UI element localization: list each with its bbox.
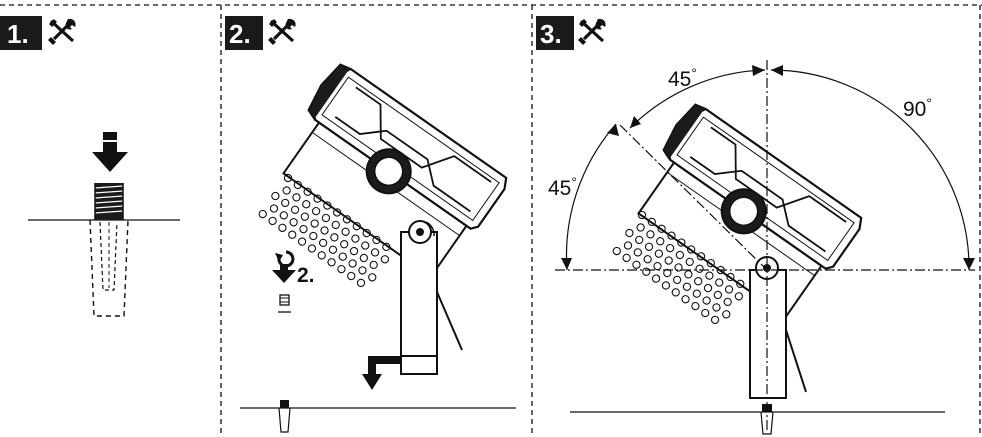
- down-arrow-icon: [92, 132, 128, 172]
- angle-label-left-side: 45°: [548, 174, 577, 200]
- angle-arrowheads: [561, 65, 975, 270]
- ground-spike: [89, 183, 129, 317]
- panel-step-1: 1.: [0, 16, 180, 317]
- angle-guides: [555, 60, 975, 430]
- panel-step-3: 3.: [536, 16, 975, 435]
- tool-icon: [576, 17, 608, 47]
- down-arrow-icon: [272, 264, 296, 283]
- rotate-icon: [275, 250, 295, 268]
- step-number: 3.: [540, 19, 562, 49]
- floodlight-tilted: [257, 59, 512, 375]
- angle-label-right: 90°: [903, 95, 932, 121]
- angle-label-top-left: 45°: [668, 65, 697, 91]
- panel-borders: [0, 4, 982, 437]
- ground-spike: [760, 404, 774, 435]
- mounting-bracket: [400, 220, 463, 375]
- step-badge: [0, 16, 42, 50]
- callout-step-label: 2.: [297, 264, 315, 287]
- tool-icon: [46, 17, 78, 47]
- step-number: 2.: [229, 19, 251, 49]
- floodlight-tilted: [611, 99, 867, 399]
- torque-icon: [278, 294, 291, 313]
- ground-spike: [278, 400, 291, 433]
- step-badge: [536, 16, 574, 50]
- step-number: 1.: [7, 19, 29, 49]
- step-badge: [225, 16, 263, 50]
- tool-icon: [266, 17, 298, 47]
- turn-arrow-icon: [362, 356, 400, 390]
- panel-step-2: 2.: [225, 16, 516, 433]
